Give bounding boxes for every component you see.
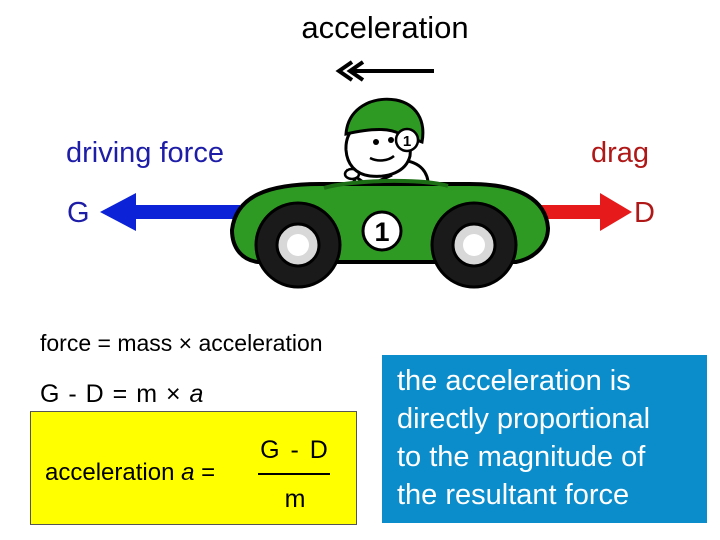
formula-box bbox=[30, 411, 357, 525]
driving-force-label: driving force bbox=[66, 137, 224, 169]
drag-arrow bbox=[538, 193, 632, 231]
force-equation-lhs: G - D = m × bbox=[40, 380, 190, 408]
car-number-badge bbox=[361, 210, 403, 252]
driving-force-arrow bbox=[100, 193, 240, 231]
acceleration-label: acceleration bbox=[301, 10, 469, 45]
statement-line: to the magnitude of bbox=[397, 441, 646, 473]
fraction-bar bbox=[258, 473, 330, 475]
statement-line: the acceleration is bbox=[397, 365, 631, 397]
drag-label: drag bbox=[591, 137, 650, 169]
helmet-number-badge bbox=[394, 127, 420, 153]
formula-equals: = bbox=[194, 459, 216, 486]
newton-law-text: force = mass × acceleration bbox=[40, 330, 323, 356]
g-label: G bbox=[67, 197, 90, 229]
formula-a: a bbox=[181, 459, 195, 486]
race-car: 1 1 bbox=[229, 97, 551, 289]
helmet-number: 1 bbox=[403, 133, 411, 150]
statement-text: the acceleration is directly proportiona… bbox=[397, 362, 650, 514]
statement-line: directly proportional bbox=[397, 403, 651, 435]
d-label: D bbox=[634, 197, 655, 229]
acceleration-arrow bbox=[335, 60, 434, 82]
formula-numerator: G - D bbox=[260, 436, 330, 464]
rear-wheel bbox=[254, 201, 342, 289]
front-wheel bbox=[430, 201, 518, 289]
statement-box bbox=[382, 355, 707, 523]
force-equation: G - D = m × a bbox=[40, 380, 204, 409]
formula-denominator: m bbox=[284, 485, 306, 513]
statement-line: the resultant force bbox=[397, 479, 630, 511]
formula-lhs: acceleration a = bbox=[45, 459, 215, 487]
formula-prefix: acceleration bbox=[45, 459, 182, 486]
force-equation-a: a bbox=[189, 380, 205, 408]
car-number: 1 bbox=[374, 217, 389, 247]
